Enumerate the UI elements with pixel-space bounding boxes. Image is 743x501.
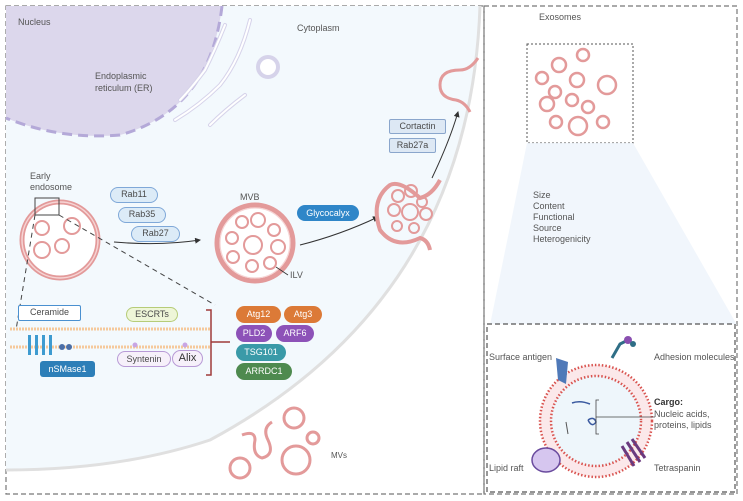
er-lumen: [174, 19, 251, 126]
early-endosome: [19, 197, 101, 281]
membrane-bilayer: [10, 327, 210, 355]
exosome-structure: [531, 336, 655, 479]
mvb: [214, 202, 296, 284]
arrdc1-pill: ARRDC1: [236, 363, 292, 380]
rab27-pill: Rab27: [131, 226, 180, 242]
exosome-release-bud: [438, 57, 480, 113]
zoom-cone: [490, 143, 737, 325]
regulator-bracket: [206, 309, 230, 376]
rab27a-label: Rab27a: [389, 138, 436, 153]
er-label-line2: reticulum (ER): [95, 83, 153, 93]
property-functional: Functional: [533, 212, 575, 222]
exosome-properties-list: Size Content Functional Source Heterogen…: [533, 190, 591, 245]
ceramide-label: Ceramide: [18, 305, 81, 321]
mvb-label: MVB: [240, 192, 260, 202]
fusing-mvb: [374, 179, 442, 251]
arrow-to-fusion: [299, 216, 379, 246]
tetraspanin-label: Tetraspanin: [654, 463, 701, 473]
property-content: Content: [533, 201, 565, 211]
property-heterogenicity: Heterogenicity: [533, 234, 591, 244]
zoom-line-right: [58, 214, 216, 306]
cargo-title: Cargo:: [654, 397, 683, 407]
cytoplasm-label: Cytoplasm: [297, 23, 340, 33]
ilv-label: ILV: [290, 270, 303, 280]
surface-antigen-label: Surface antigen: [489, 352, 553, 362]
lipid-raft-label: Lipid raft: [489, 463, 524, 473]
arrow-to-mvb: [113, 237, 201, 245]
rab11-pill: Rab11: [110, 187, 158, 203]
mvs-label: MVs: [331, 451, 347, 460]
property-size: Size: [533, 190, 551, 200]
plasma-membrane: [5, 5, 482, 472]
zoom-line-left: [15, 214, 36, 331]
syntenin-pill: Syntenin: [117, 351, 171, 367]
cargo-line1: Nucleic acids,: [654, 409, 710, 419]
nucleus: [6, 6, 222, 136]
atg12-pill: Atg12: [236, 306, 281, 323]
rab35-pill: Rab35: [118, 207, 166, 223]
exosome-particles: [534, 47, 618, 137]
early-endosome-label-line2: endosome: [30, 182, 73, 192]
early-endosome-label-line1: Early: [30, 171, 51, 181]
er-label-line1: Endoplasmic: [95, 71, 147, 81]
cortactin-label: Cortactin: [389, 119, 446, 134]
nucleus-label: Nucleus: [18, 17, 51, 27]
alix-pill: Alix: [172, 350, 203, 367]
pld2-pill: PLD2: [236, 325, 272, 342]
arrow-to-release: [431, 111, 460, 179]
exosomes-label: Exosomes: [539, 12, 582, 22]
glycocalyx-pill: Glycocalyx: [297, 205, 359, 221]
property-source: Source: [533, 223, 562, 233]
arf6-pill: ARF6: [276, 325, 314, 342]
escrts-pill: ESCRTs: [126, 307, 178, 322]
nsmase1-label: nSMase1: [40, 361, 95, 377]
microvesicles: [228, 406, 321, 480]
atg3-pill: Atg3: [284, 306, 322, 323]
cargo-line2: proteins, lipids: [654, 420, 712, 430]
exosome-frame: [483, 5, 738, 495]
tsg101-pill: TSG101: [236, 344, 286, 361]
adhesion-molecules-label: Adhesion molecules: [654, 352, 735, 362]
